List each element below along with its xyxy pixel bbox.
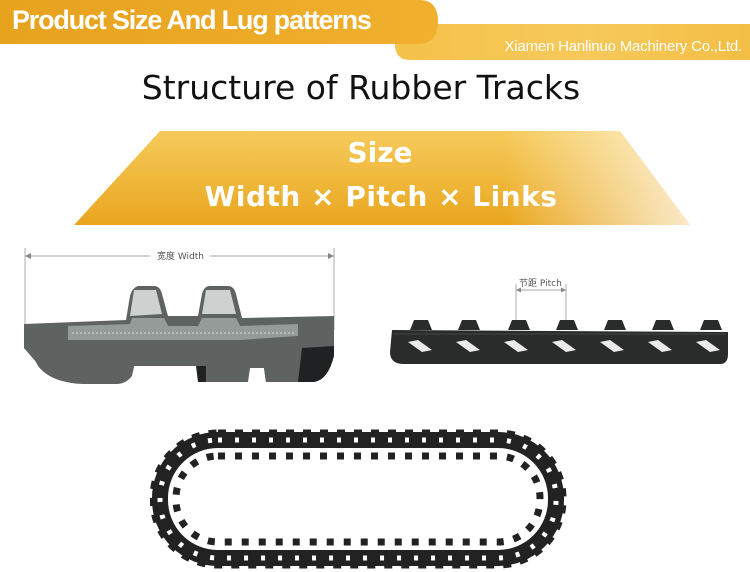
company-name: Xiamen Hanlinuo Machinery Co.,Ltd. <box>504 38 743 55</box>
size-banner-shape <box>74 131 690 225</box>
banner-title: Product Size And Lug patterns <box>12 5 372 35</box>
track-loop-outer-lugs <box>150 429 567 569</box>
rubber-track-loop <box>150 429 567 569</box>
size-banner <box>72 129 692 229</box>
track-loop-grooves <box>157 437 559 561</box>
track-side-view-diagram <box>390 284 728 364</box>
guide-lug-left <box>130 290 162 316</box>
track-lugs <box>410 320 722 330</box>
core-metal-strip <box>68 318 298 340</box>
banner-background <box>0 0 750 62</box>
pitch-arrowheads <box>516 287 566 293</box>
pitch-label: 节距 Pitch <box>519 279 562 289</box>
size-formula: Width × Pitch × Links <box>204 180 558 213</box>
top-banner: Product Size And Lug patterns Xiamen Han… <box>0 0 750 62</box>
page-title: Structure of Rubber Tracks <box>141 68 581 107</box>
track-cross-section-diagram <box>24 248 335 384</box>
size-label: Size <box>347 136 413 169</box>
width-label-bg <box>150 249 210 262</box>
track-loop-inner-lugs <box>172 452 544 546</box>
guide-lug-right <box>202 290 236 314</box>
width-label: 宽度 Width <box>157 252 205 262</box>
track-tread-grooves <box>408 340 720 352</box>
